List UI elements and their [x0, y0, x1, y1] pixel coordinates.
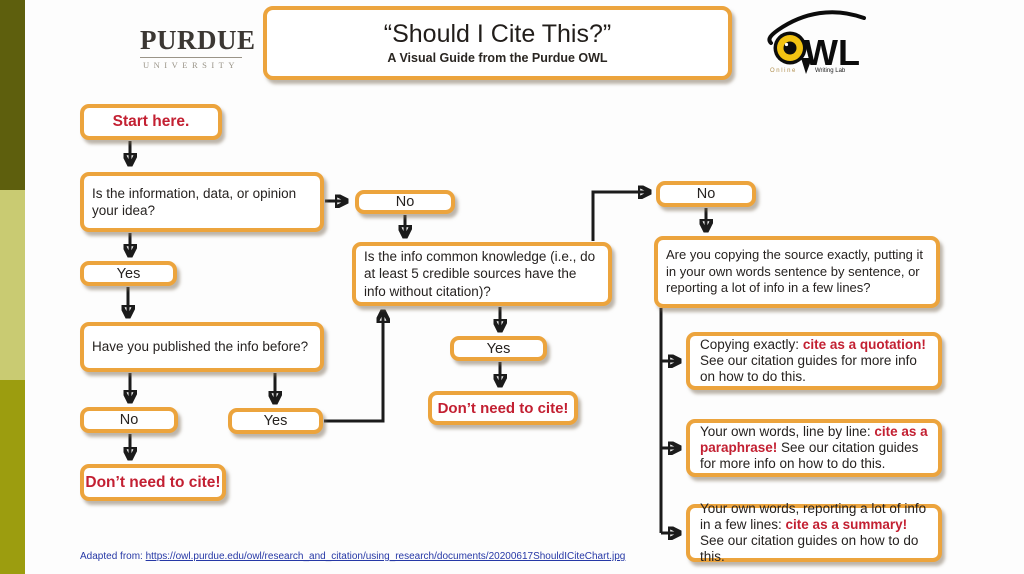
- outcome-paraphrase-highlight: cite as a paraphrase!: [700, 423, 928, 455]
- outcome-summary-highlight: cite as a summary!: [785, 516, 908, 532]
- outcome-summary-prefix: Your own words, reporting a lot of info …: [700, 500, 927, 532]
- sidebar-segment-light: [0, 190, 25, 380]
- node-question-copying-source-label: Are you copying the source exactly, putt…: [666, 247, 924, 296]
- attribution: Adapted from: https://owl.purdue.edu/owl…: [80, 551, 625, 562]
- sidebar-segment-dark: [0, 0, 25, 190]
- owl-logo-icon: WL Online Writing Lab: [767, 10, 866, 74]
- node-dont-need-to-cite-left-label: Don’t need to cite!: [85, 473, 221, 491]
- node-yes-2-label: Yes: [263, 413, 288, 429]
- node-question-published-before-label: Have you published the info before?: [92, 339, 309, 355]
- page-title: “Should I Cite This?”: [383, 20, 612, 49]
- node-question-your-idea-label: Is the information, data, or opinion you…: [92, 185, 297, 218]
- outcome-paraphrase-suffix: See our citation guides for more info on…: [700, 439, 919, 472]
- outcome-quotation-highlight: cite as a quotation!: [802, 336, 926, 352]
- owl-letters: WL: [804, 32, 860, 73]
- node-start-here: Start here.: [80, 104, 222, 140]
- node-dont-need-to-cite-left: Don’t need to cite!: [80, 464, 226, 501]
- node-dont-need-to-cite-mid-label: Don’t need to cite!: [437, 399, 569, 417]
- purdue-university-label: UNIVERSITY: [140, 57, 242, 70]
- node-no-1-label: No: [395, 194, 415, 210]
- node-yes-2: Yes: [228, 408, 323, 434]
- attribution-label: Adapted from:: [80, 551, 146, 562]
- node-no-3: No: [656, 181, 756, 207]
- owl-sub-online: Online: [770, 68, 797, 74]
- title-box: “Should I Cite This?” A Visual Guide fro…: [263, 6, 732, 80]
- node-outcome-paraphrase: Your own words, line by line: cite as a …: [686, 419, 942, 477]
- node-question-common-knowledge: Is the info common knowledge (i.e., do a…: [352, 242, 612, 306]
- page-subtitle: A Visual Guide from the Purdue OWL: [387, 50, 608, 65]
- attribution-link[interactable]: https://owl.purdue.edu/owl/research_and_…: [145, 551, 626, 562]
- node-question-published-before: Have you published the info before?: [80, 322, 324, 372]
- node-dont-need-to-cite-mid: Don’t need to cite!: [428, 391, 578, 425]
- node-no-1: No: [355, 190, 455, 214]
- arrow-common-to-no: [591, 192, 649, 241]
- node-yes-3: Yes: [450, 336, 547, 361]
- node-yes-1-label: Yes: [116, 265, 141, 282]
- node-question-common-knowledge-label: Is the info common knowledge (i.e., do a…: [364, 249, 596, 299]
- outcome-quotation-suffix: See our citation guides for more info on…: [700, 352, 917, 385]
- node-start-here-label: Start here.: [112, 113, 190, 130]
- owl-sub-writing-lab: Writing Lab: [815, 68, 846, 74]
- node-outcome-quotation: Copying exactly: cite as a quotation! Se…: [686, 332, 942, 390]
- node-no-2-label: No: [119, 412, 139, 428]
- outcome-summary-suffix: See our citation guides on how to do thi…: [700, 533, 919, 565]
- node-yes-3-label: Yes: [486, 340, 511, 357]
- node-question-your-idea: Is the information, data, or opinion you…: [80, 172, 324, 232]
- outcome-paraphrase-prefix: Your own words, line by line:: [700, 423, 875, 439]
- purdue-logo: PURDUE UNIVERSITY: [140, 25, 256, 70]
- node-yes-1: Yes: [80, 261, 177, 286]
- outcome-quotation-prefix: Copying exactly:: [700, 336, 803, 352]
- node-no-3-label: No: [696, 186, 716, 202]
- node-question-copying-source: Are you copying the source exactly, putt…: [654, 236, 940, 308]
- owl-swoosh: [767, 10, 866, 45]
- sidebar-segment-medium: [0, 380, 25, 574]
- purdue-wordmark: PURDUE: [140, 25, 256, 55]
- node-outcome-summary: Your own words, reporting a lot of info …: [686, 500, 942, 565]
- node-no-2: No: [80, 407, 178, 433]
- owl-beak: [801, 58, 812, 74]
- arrow-yes-to-common: [324, 312, 383, 423]
